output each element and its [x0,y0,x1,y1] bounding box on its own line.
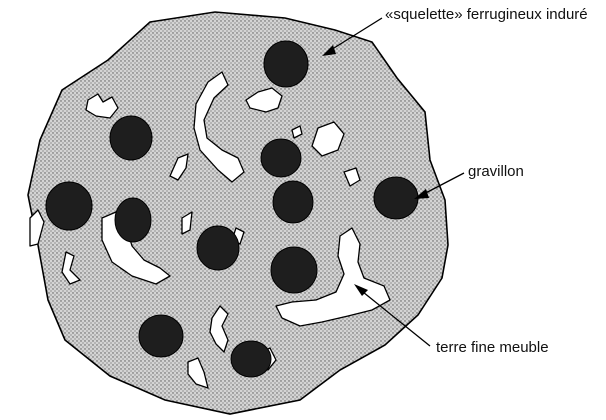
gravel [115,198,151,242]
gravel [261,139,301,177]
gravel-label: gravillon [468,163,524,180]
gravel [110,116,152,160]
gravel [264,41,308,87]
gravel [46,182,92,230]
gravel [139,315,183,357]
gravel [271,247,317,293]
gravel [374,177,418,219]
gravel [273,181,313,223]
soil-label: terre fine meuble [436,339,549,356]
skeleton-label: «squelette» ferrugineux induré [385,6,588,23]
gravel [231,341,271,377]
gravel [197,226,239,270]
